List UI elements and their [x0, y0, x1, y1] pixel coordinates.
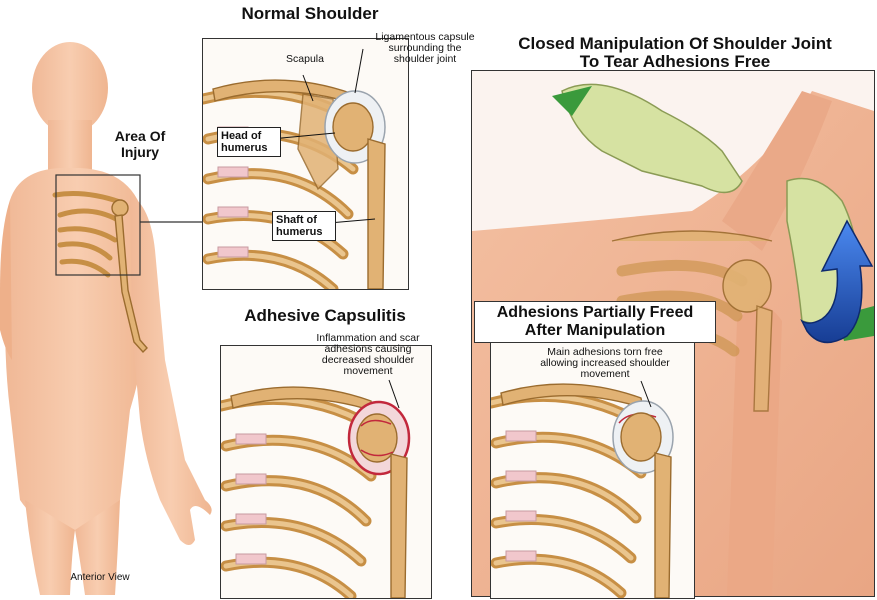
adhesive-capsulitis-panel	[220, 345, 432, 599]
freed-title: Adhesions Partially Freed After Manipula…	[474, 301, 716, 343]
freed-illustration	[491, 380, 674, 598]
freed-note: Main adhesions torn free allowing increa…	[540, 346, 670, 380]
normal-shoulder-illustration	[203, 48, 386, 289]
freed-panel	[490, 342, 695, 599]
normal-shoulder-title: Normal Shoulder	[241, 4, 379, 23]
manipulation-title: Closed Manipulation Of Shoulder Joint To…	[518, 34, 832, 71]
anterior-view-label: Anterior View	[70, 572, 130, 583]
body-silhouette	[0, 42, 212, 595]
shaft-of-humerus-label: Shaft of humerus	[272, 211, 336, 241]
capsule-label: Ligamentous capsule surrounding the shou…	[375, 31, 475, 65]
body-figure	[0, 30, 225, 595]
adhesive-capsulitis-title: Adhesive Capsulitis	[244, 306, 406, 325]
inflammation-note: Inflammation and scar adhesions causing …	[316, 332, 420, 377]
area-of-injury-label: Area Of Injury	[114, 128, 166, 160]
adhesive-capsulitis-illustration	[221, 379, 411, 598]
normal-shoulder-panel	[202, 38, 409, 290]
head-of-humerus-label: Head of humerus	[217, 127, 281, 157]
scapula-label: Scapula	[286, 53, 324, 65]
